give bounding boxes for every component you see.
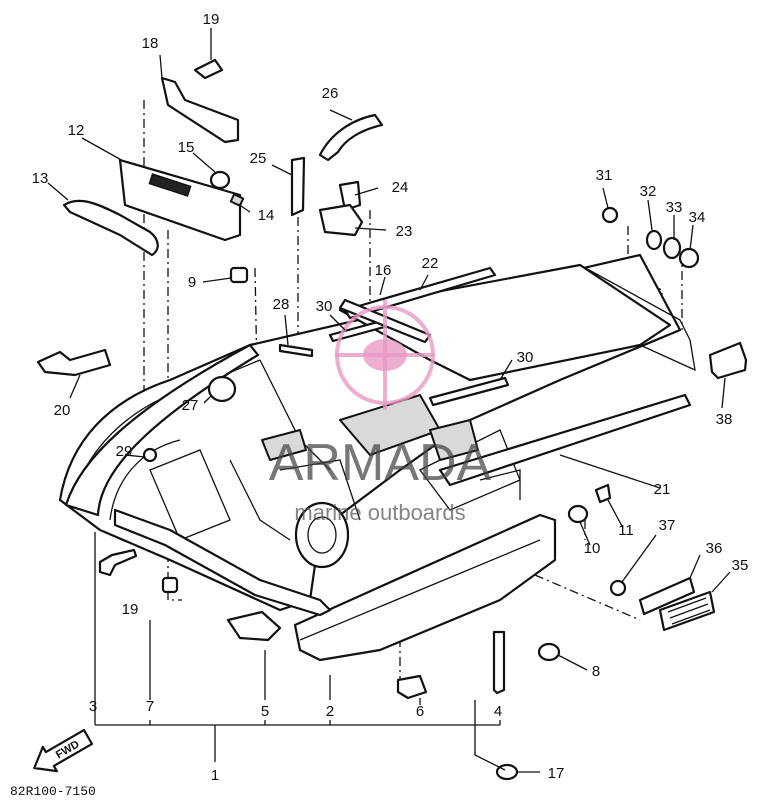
part-38-grille bbox=[708, 341, 748, 380]
label-32: 32 bbox=[640, 183, 657, 200]
part-8-plug bbox=[537, 642, 561, 662]
label-30b: 30 bbox=[517, 349, 534, 366]
hull-side-panels bbox=[64, 343, 557, 662]
part-33 bbox=[662, 236, 682, 260]
label-14: 14 bbox=[258, 207, 275, 224]
label-10: 10 bbox=[584, 540, 601, 557]
part-6-clamp bbox=[396, 674, 428, 700]
part-29 bbox=[142, 447, 158, 463]
deck-lid bbox=[338, 263, 696, 382]
label-1: 1 bbox=[211, 767, 219, 784]
part-31 bbox=[601, 206, 619, 224]
part-7-plug bbox=[161, 576, 179, 594]
leader-lines bbox=[47, 28, 731, 773]
label-16: 16 bbox=[375, 262, 392, 279]
label-36: 36 bbox=[706, 540, 723, 557]
label-8: 8 bbox=[592, 663, 600, 680]
label-6: 6 bbox=[416, 703, 424, 720]
diagram-code: 82R100-7150 bbox=[10, 784, 96, 799]
label-38: 38 bbox=[716, 411, 733, 428]
watermark-subtitle: marine outboards bbox=[294, 500, 465, 525]
label-35: 35 bbox=[732, 557, 749, 574]
label-27: 27 bbox=[182, 397, 199, 414]
label-12: 12 bbox=[68, 122, 85, 139]
label-37: 37 bbox=[659, 517, 676, 534]
part-5-clip bbox=[226, 610, 282, 642]
label-9: 9 bbox=[188, 274, 196, 291]
part-10 bbox=[567, 504, 589, 524]
label-30a: 30 bbox=[316, 298, 333, 315]
part-26-grab-handle bbox=[318, 113, 384, 162]
part-20-bracket bbox=[36, 348, 112, 377]
part-37 bbox=[609, 579, 627, 597]
part-36-plate bbox=[638, 576, 696, 616]
label-4: 4 bbox=[494, 703, 502, 720]
watermark-title: ARMADA bbox=[269, 434, 492, 492]
armada-watermark: ARMADA marine outboards bbox=[269, 300, 492, 525]
label-13: 13 bbox=[32, 170, 49, 187]
part-23 bbox=[318, 203, 364, 237]
part-19-bolt-bottom bbox=[98, 548, 138, 577]
bottom-bracket-line bbox=[94, 532, 501, 762]
label-17: 17 bbox=[548, 765, 565, 782]
part-15-grommet bbox=[209, 170, 231, 190]
label-11: 11 bbox=[618, 522, 634, 539]
label-31: 31 bbox=[596, 167, 613, 184]
part-9-nut bbox=[229, 266, 249, 284]
label-7: 7 bbox=[146, 698, 154, 715]
part-24 bbox=[338, 180, 362, 212]
part-13-handle bbox=[62, 199, 159, 257]
part-labels: 19 18 26 12 15 25 13 24 31 32 33 34 14 2… bbox=[32, 11, 749, 784]
part-4-pin bbox=[492, 630, 506, 695]
part-27 bbox=[207, 375, 237, 403]
label-22: 22 bbox=[422, 255, 439, 272]
label-25: 25 bbox=[250, 150, 267, 167]
armada-logo bbox=[335, 300, 435, 410]
label-26: 26 bbox=[322, 85, 339, 102]
label-19-top: 19 bbox=[203, 11, 220, 28]
part-19-bolt-top bbox=[193, 58, 224, 80]
fwd-arrow: FWD bbox=[33, 728, 94, 773]
part-34 bbox=[678, 247, 700, 269]
label-28: 28 bbox=[273, 296, 290, 313]
label-5: 5 bbox=[261, 703, 269, 720]
label-34: 34 bbox=[689, 209, 706, 226]
label-23: 23 bbox=[396, 223, 413, 240]
label-20: 20 bbox=[54, 402, 71, 419]
label-29: 29 bbox=[116, 443, 133, 460]
label-3: 3 bbox=[89, 698, 97, 715]
part-12-slot bbox=[148, 173, 192, 197]
part-11-screw bbox=[594, 483, 612, 504]
part-18-bracket bbox=[160, 76, 240, 144]
part-28-rod bbox=[278, 343, 314, 358]
label-33: 33 bbox=[666, 199, 683, 216]
label-15: 15 bbox=[178, 139, 195, 156]
label-21: 21 bbox=[654, 481, 671, 498]
part-30-rod-b bbox=[428, 376, 510, 407]
label-18: 18 bbox=[142, 35, 159, 52]
part-25-strap bbox=[290, 156, 306, 217]
part-14 bbox=[229, 193, 245, 207]
part-35-grille bbox=[658, 590, 716, 632]
part-32 bbox=[645, 229, 663, 251]
label-24: 24 bbox=[392, 179, 409, 196]
label-2: 2 bbox=[326, 703, 334, 720]
label-19-bottom: 19 bbox=[122, 601, 139, 618]
